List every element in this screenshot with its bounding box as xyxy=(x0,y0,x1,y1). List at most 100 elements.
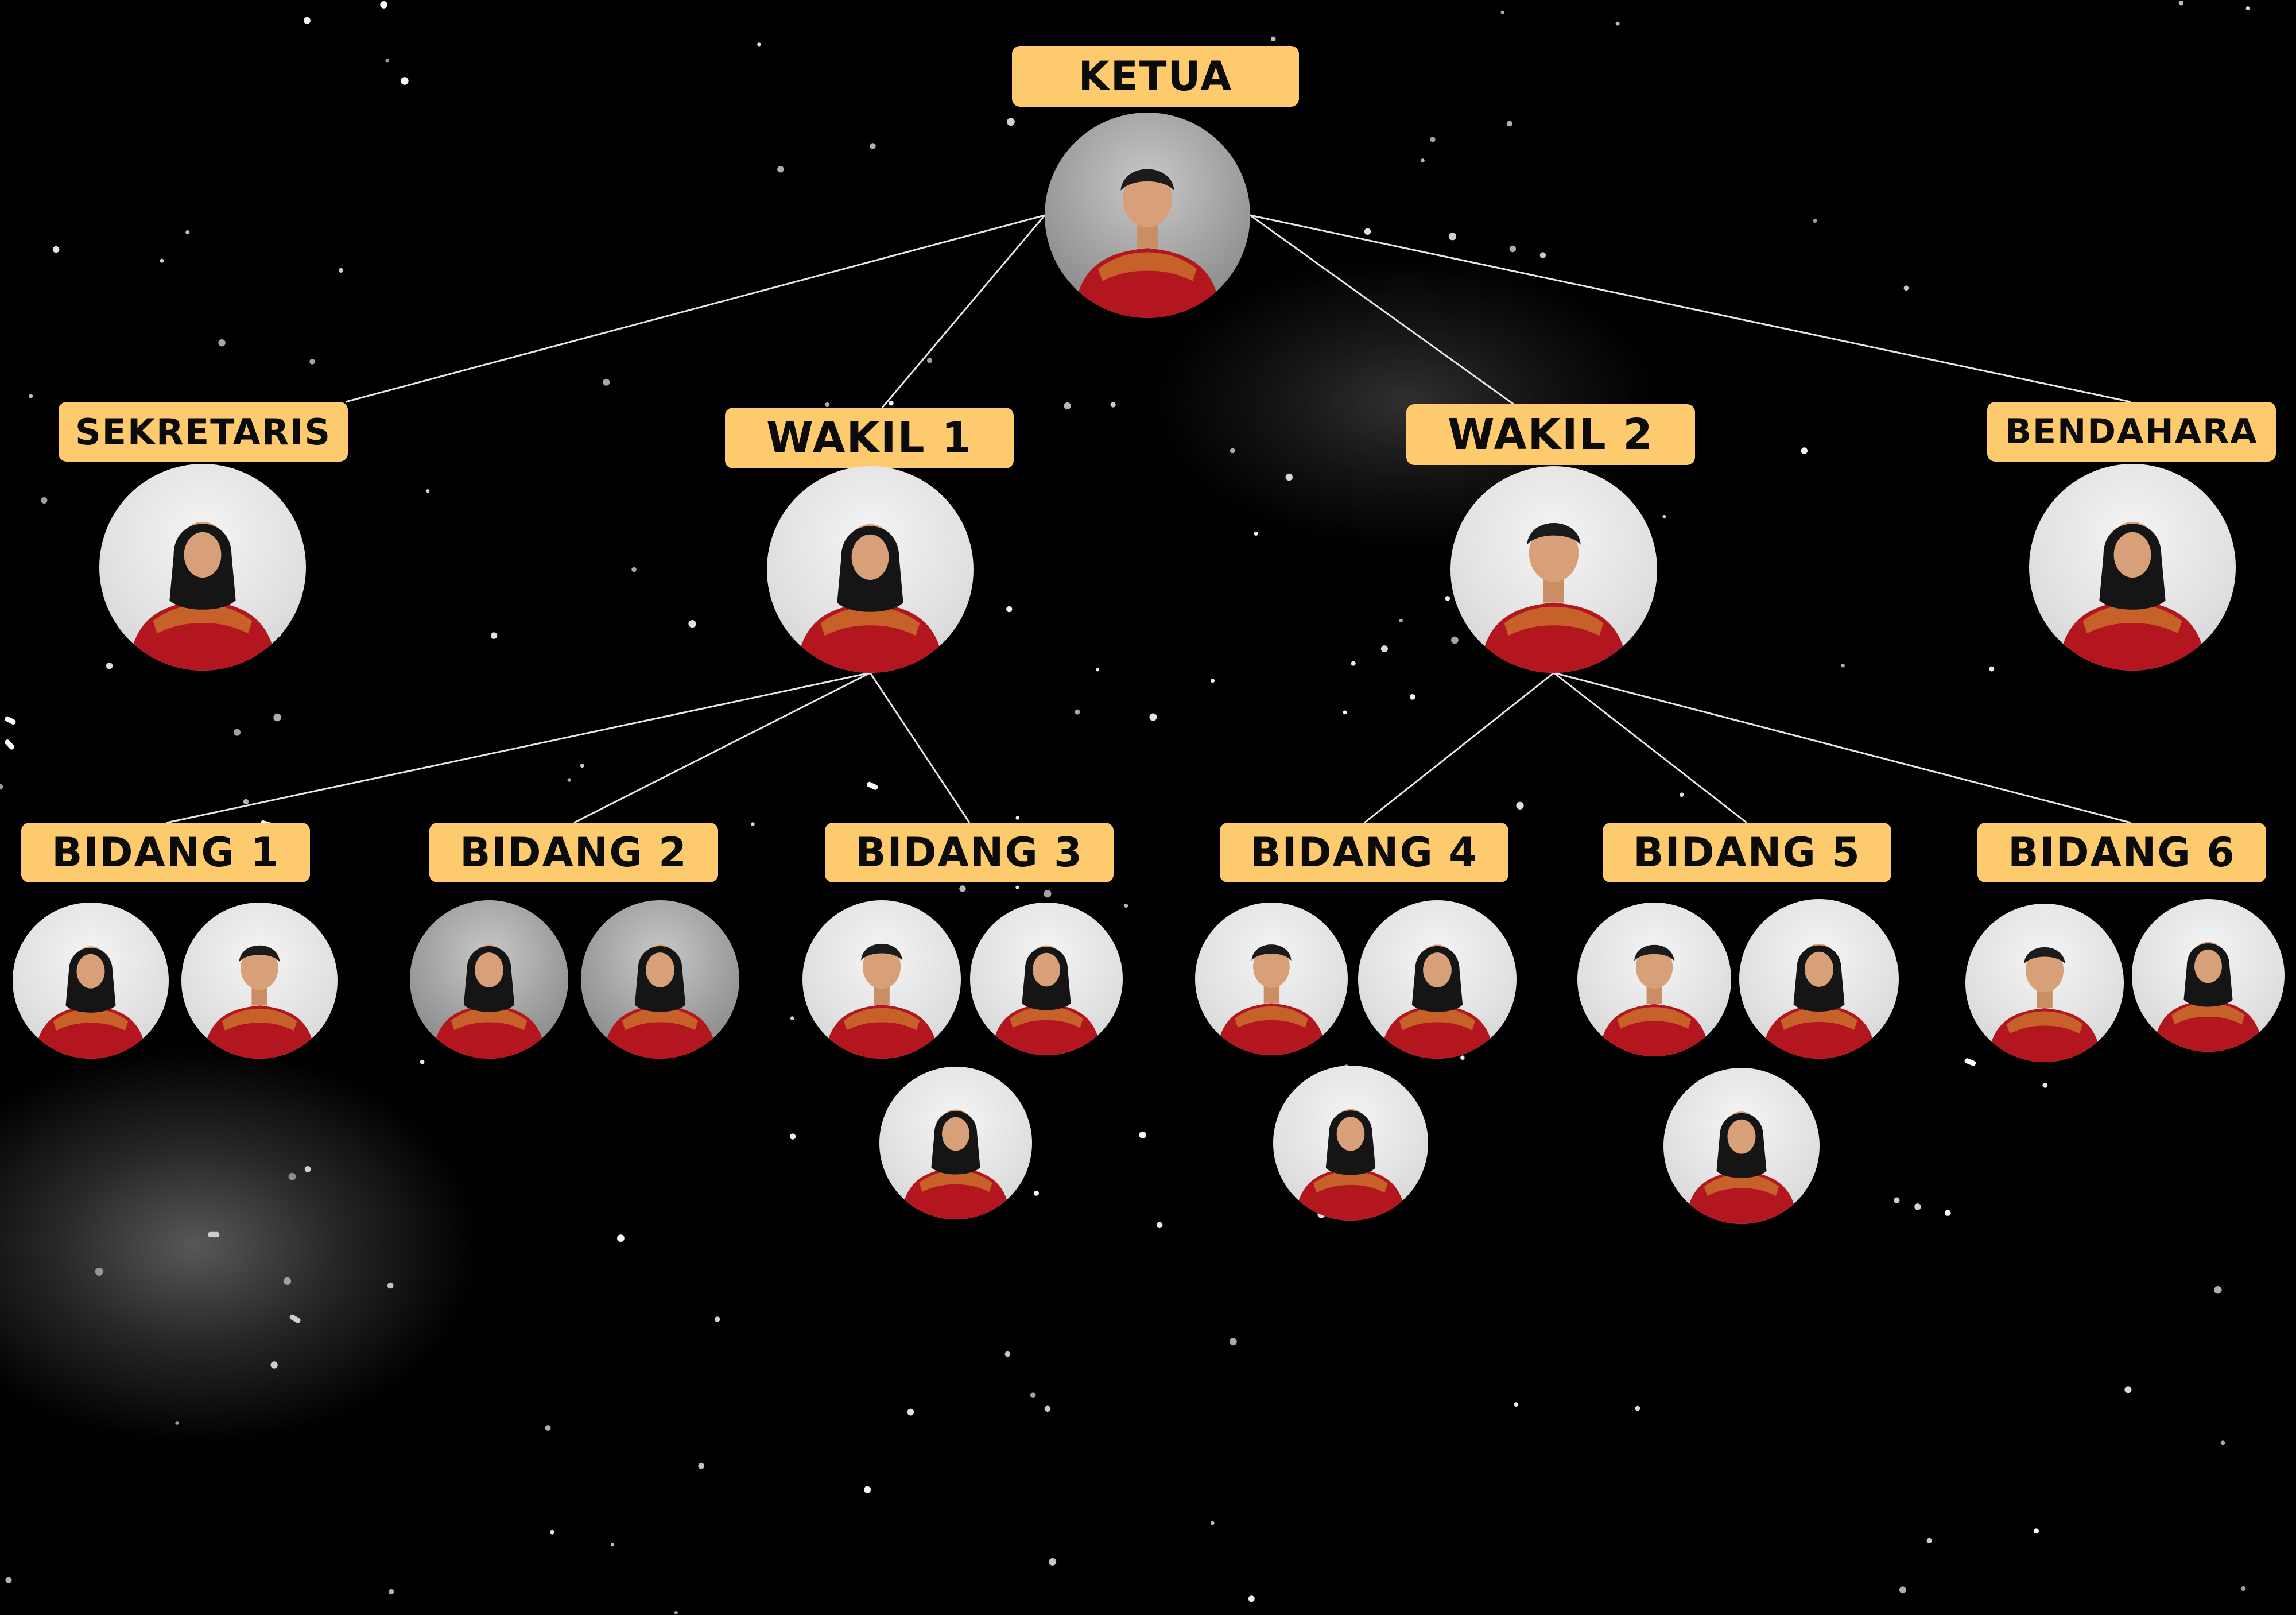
star xyxy=(426,489,430,493)
star xyxy=(631,567,637,572)
star xyxy=(1813,218,1817,223)
star xyxy=(401,77,409,85)
star xyxy=(1841,663,1845,668)
star xyxy=(1448,233,1457,241)
star xyxy=(777,166,784,173)
connector-line xyxy=(881,215,1046,408)
star xyxy=(234,729,241,736)
star xyxy=(106,663,113,669)
star xyxy=(1899,1586,1906,1594)
star xyxy=(309,359,315,365)
star xyxy=(218,339,226,347)
connector-line xyxy=(1553,672,1747,824)
avatar-bidang-1-member-1 xyxy=(13,903,169,1059)
star xyxy=(5,1577,12,1583)
connector-line xyxy=(869,672,971,823)
star xyxy=(1509,245,1517,253)
avatar-bidang-3-member-3 xyxy=(879,1067,1032,1219)
star xyxy=(1801,447,1808,454)
label-bidang-4: BIDANG 4 xyxy=(1220,823,1508,882)
star xyxy=(789,1133,796,1140)
label-wakil-1: WAKIL 1 xyxy=(725,408,1014,468)
star xyxy=(2214,1286,2222,1294)
star xyxy=(0,784,3,790)
star xyxy=(864,1486,871,1493)
star xyxy=(1430,137,1436,142)
star xyxy=(603,378,610,386)
avatar-bidang-4-member-3 xyxy=(1273,1066,1428,1221)
star xyxy=(1926,1537,1932,1543)
star xyxy=(1989,666,1995,672)
star xyxy=(1539,252,1546,258)
avatar-bidang-3-member-1 xyxy=(802,900,961,1059)
star xyxy=(52,246,60,253)
avatar-sekretaris xyxy=(99,464,306,671)
star xyxy=(1460,1055,1465,1060)
star xyxy=(2178,0,2184,6)
star xyxy=(1285,473,1293,481)
person-photo-icon xyxy=(1685,1111,1798,1224)
star xyxy=(1500,10,1504,14)
connector-line xyxy=(166,672,871,824)
star xyxy=(580,764,584,768)
star xyxy=(160,258,164,263)
star xyxy=(1679,792,1684,797)
star xyxy=(1096,668,1100,672)
person-photo-icon xyxy=(1599,944,1710,1056)
star xyxy=(790,1016,794,1020)
avatar-bidang-1-member-2 xyxy=(181,903,338,1059)
avatar-bidang-5-member-3 xyxy=(1663,1068,1820,1224)
star xyxy=(688,620,696,628)
star xyxy=(867,781,878,790)
star xyxy=(1380,645,1388,653)
person-photo-icon xyxy=(901,1109,1011,1219)
star xyxy=(1254,531,1258,536)
star xyxy=(29,394,33,398)
label-bidang-2: BIDANG 2 xyxy=(429,823,718,882)
star xyxy=(1615,21,1620,26)
person-photo-icon xyxy=(203,945,316,1059)
star xyxy=(1139,1131,1146,1138)
star xyxy=(674,1610,678,1615)
person-photo-icon xyxy=(2153,942,2263,1052)
star xyxy=(1364,228,1371,235)
star xyxy=(1514,1402,1519,1407)
avatar-bendahara xyxy=(2029,464,2236,671)
star xyxy=(907,1408,914,1416)
star xyxy=(1903,285,1909,291)
star xyxy=(1030,1392,1036,1398)
label-bidang-6: BIDANG 6 xyxy=(1977,823,2266,882)
avatar-bidang-4-member-2 xyxy=(1358,900,1517,1059)
star xyxy=(1506,121,1512,127)
star xyxy=(1516,801,1524,810)
avatar-ketua xyxy=(1045,113,1250,318)
label-bidang-3: BIDANG 3 xyxy=(825,823,1114,882)
avatar-bidang-5-member-2 xyxy=(1739,899,1899,1059)
star xyxy=(1410,694,1415,700)
label-wakil-2: WAKIL 2 xyxy=(1406,404,1695,465)
star xyxy=(1004,1351,1011,1357)
star xyxy=(1635,1405,1640,1411)
person-photo-icon xyxy=(824,943,939,1059)
star xyxy=(1110,402,1116,408)
star xyxy=(388,1589,394,1595)
person-photo-icon xyxy=(1380,944,1495,1059)
person-photo-icon xyxy=(432,944,546,1059)
star xyxy=(1075,709,1080,715)
label-bendahara: BENDAHARA xyxy=(1987,402,2276,462)
star xyxy=(385,58,389,63)
star xyxy=(2124,1386,2132,1393)
star xyxy=(273,713,281,722)
star xyxy=(1230,448,1235,454)
star xyxy=(757,42,761,47)
star xyxy=(1248,1595,1255,1602)
avatar-bidang-4-member-1 xyxy=(1195,903,1348,1055)
star xyxy=(1006,606,1013,613)
star xyxy=(303,17,311,24)
avatar-bidang-2-member-1 xyxy=(410,900,568,1059)
star xyxy=(380,1,388,9)
star xyxy=(185,230,190,235)
star xyxy=(1007,118,1015,126)
avatar-bidang-2-member-2 xyxy=(581,900,739,1059)
